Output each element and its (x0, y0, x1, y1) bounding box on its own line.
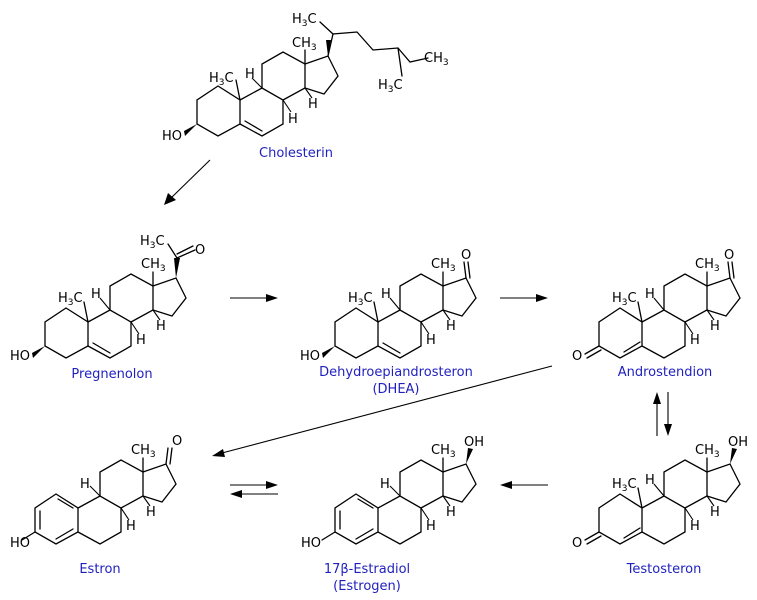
hydroxyl-label: OH (728, 435, 748, 450)
methyl-label: CH3 (695, 443, 720, 460)
arrow-dhea-to-androstendion (500, 294, 548, 302)
hydroxyl-label: HO (300, 349, 320, 364)
arrow-testosteron-to-androstendion (653, 392, 661, 436)
arrow-testosteron-to-estradiol (500, 481, 548, 489)
methyl-label: CH3 (431, 443, 456, 460)
hydrogen-label: H (690, 519, 700, 534)
hydrogen-label: H (308, 97, 318, 112)
hydrogen-label: H (381, 287, 391, 302)
methyl-label: H3C (378, 78, 403, 95)
testosteron-structure: O H3C CH3 OH H H H (572, 435, 748, 551)
estron-structure: HO CH3 O H H H (10, 434, 182, 551)
oxygen-label: O (724, 248, 734, 263)
oxygen-label: O (172, 434, 182, 449)
hydrogen-label: H (710, 319, 720, 334)
arrow-estradiol-to-estron (230, 490, 278, 498)
hydrogen-label: H (426, 519, 436, 534)
methyl-label: CH3 (292, 36, 317, 53)
hydrogen-label: H (245, 67, 255, 82)
cholesterin-structure: HO H3C CH3 H3C CH3 H3C H H H (162, 12, 449, 144)
hydroxyl-label: HO (10, 536, 30, 551)
methyl-label: H3C (292, 12, 317, 29)
hydroxyl-label: HO (162, 129, 182, 144)
compound-name-estron: Estron (79, 562, 120, 577)
methyl-label: H3C (209, 71, 234, 88)
androstendion-structure: O H3C CH3 O H H H (572, 248, 741, 364)
dhea-structure: HO H3C CH3 O H H H (300, 248, 477, 364)
oxygen-label: O (572, 349, 582, 364)
hydrogen-label: H (156, 319, 166, 334)
compound-name-dhea: Dehydroepiandrosteron (319, 365, 473, 380)
compound-name-estradiol: 17β-Estradiol (324, 562, 410, 577)
compound-abbr-dhea: (DHEA) (372, 382, 419, 397)
compound-name-cholesterin: Cholesterin (259, 146, 333, 161)
hydroxyl-label: OH (464, 435, 484, 450)
arrow-androstendion-to-testosteron (664, 392, 672, 436)
hydrogen-label: H (80, 477, 90, 492)
methyl-label: H3C (612, 291, 637, 308)
hydrogen-label: H (710, 505, 720, 520)
hydrogen-label: H (126, 519, 136, 534)
hydrogen-label: H (645, 287, 655, 302)
methyl-label: H3C (348, 291, 373, 308)
hydrogen-label: H (690, 333, 700, 348)
methyl-label: CH3 (141, 257, 166, 274)
methyl-label: CH3 (695, 257, 720, 274)
hydrogen-label: H (380, 477, 390, 492)
estradiol-structure: HO CH3 OH H H H (301, 435, 484, 551)
oxygen-label: O (572, 536, 582, 551)
pregnenolon-structure: HO H3C CH3 H3C O H H H (10, 234, 205, 364)
arrow-estron-to-estradiol (230, 481, 278, 489)
methyl-label: H3C (140, 234, 165, 251)
arrow-androstendion-to-estron (212, 365, 553, 457)
methyl-label: H3C (612, 477, 637, 494)
hydrogen-label: H (426, 333, 436, 348)
methyl-label: CH3 (424, 51, 449, 68)
oxygen-label: O (195, 243, 205, 258)
hydrogen-label: H (146, 505, 156, 520)
hydrogen-label: H (288, 112, 298, 127)
compound-abbr-estradiol: (Estrogen) (333, 579, 401, 594)
hydrogen-label: H (91, 287, 101, 302)
hydrogen-label: H (645, 473, 655, 488)
compound-name-pregnenolon: Pregnenolon (71, 367, 152, 382)
hydrogen-label: H (136, 333, 146, 348)
arrow-cholesterin-to-pregnenolon (164, 159, 211, 205)
hydrogen-label: H (446, 505, 456, 520)
oxygen-label: O (461, 248, 471, 263)
hydrogen-label: H (446, 319, 456, 334)
compound-name-testosteron: Testosteron (626, 562, 702, 577)
methyl-label: H3C (58, 291, 83, 308)
arrow-pregnenolon-to-dhea (230, 294, 278, 302)
methyl-label: CH3 (131, 443, 156, 460)
hydroxyl-label: HO (10, 349, 30, 364)
hydroxyl-label: HO (301, 536, 321, 551)
compound-name-androstendion: Androstendion (618, 365, 713, 380)
methyl-label: CH3 (431, 257, 456, 274)
